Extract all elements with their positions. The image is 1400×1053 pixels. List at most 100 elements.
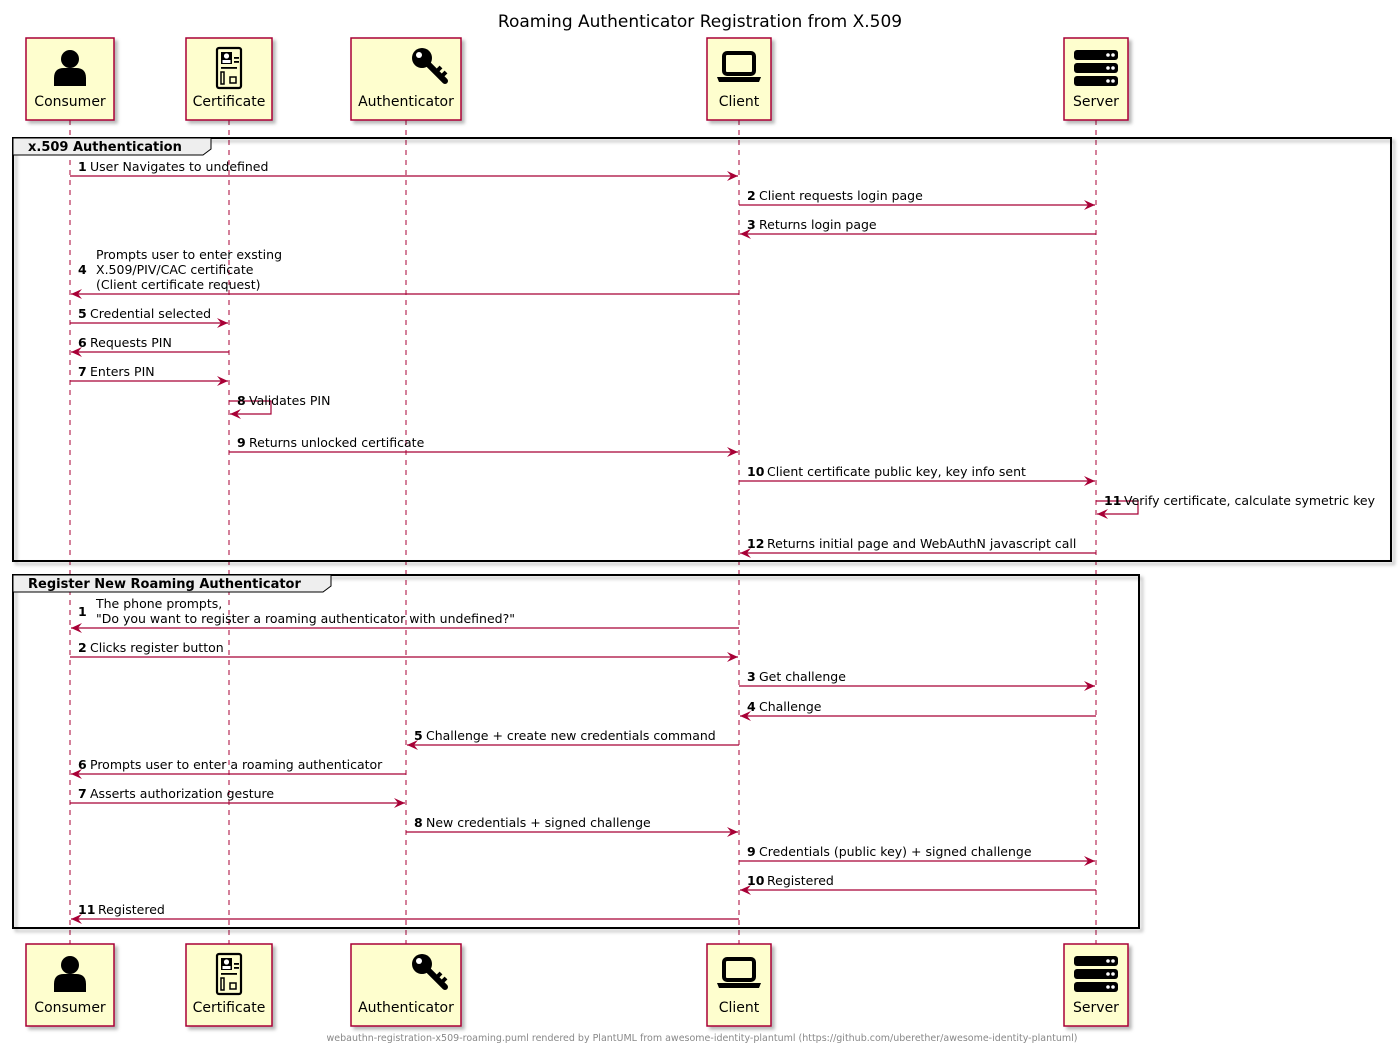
message-text: "Do you want to register a roaming authe… bbox=[96, 611, 515, 626]
message-arrow bbox=[1096, 500, 1139, 519]
group-tab bbox=[12, 137, 212, 156]
participant-label: Certificate bbox=[193, 1000, 266, 1016]
participant-label: Certificate bbox=[193, 94, 266, 110]
key-icon bbox=[412, 954, 448, 990]
message-number: 2 bbox=[78, 640, 87, 655]
group-frame: Register New Roaming Authenticator bbox=[12, 574, 1140, 929]
message-number: 3 bbox=[747, 669, 756, 684]
message-number: 7 bbox=[78, 364, 87, 379]
message-text: Registered bbox=[767, 873, 834, 888]
participant-consumer-bottom: Consumer bbox=[25, 943, 115, 1027]
participant-label: Consumer bbox=[34, 1000, 106, 1016]
participant-consumer-top: Consumer bbox=[25, 37, 115, 121]
message-text: Returns initial page and WebAuthN javasc… bbox=[767, 536, 1076, 551]
server-icon bbox=[1074, 956, 1118, 992]
message-number: 12 bbox=[747, 536, 764, 551]
message-number: 7 bbox=[78, 786, 87, 801]
message-number: 6 bbox=[78, 757, 87, 772]
message-text: Credential selected bbox=[90, 306, 211, 321]
participant-label: Client bbox=[719, 94, 760, 110]
message-number: 3 bbox=[747, 217, 756, 232]
user-icon bbox=[54, 956, 86, 992]
participant-authenticator-bottom: Authenticator bbox=[350, 943, 462, 1027]
message-text: Verify certificate, calculate symetric k… bbox=[1124, 493, 1376, 508]
participant-server-bottom: Server bbox=[1063, 943, 1129, 1027]
message-number: 8 bbox=[237, 393, 246, 408]
message-text: Client requests login page bbox=[759, 188, 923, 203]
participant-label: Consumer bbox=[34, 94, 106, 110]
server-icon bbox=[1074, 50, 1118, 86]
message-number: 5 bbox=[414, 728, 423, 743]
group-title: Register New Roaming Authenticator bbox=[28, 577, 301, 592]
participant-server-top: Server bbox=[1063, 37, 1129, 121]
message-number: 11 bbox=[1104, 493, 1121, 508]
group-tab bbox=[12, 574, 332, 593]
message-arrow bbox=[229, 400, 272, 419]
message-text: Get challenge bbox=[759, 669, 846, 684]
participant-client-bottom: Client bbox=[706, 943, 772, 1027]
laptop-icon bbox=[717, 51, 761, 82]
group-border bbox=[12, 574, 1140, 929]
participant-label: Authenticator bbox=[358, 94, 454, 110]
message-text: Requests PIN bbox=[90, 335, 172, 350]
participant-certificate-top: Certificate bbox=[185, 37, 273, 121]
message-number: 6 bbox=[78, 335, 87, 350]
participant-box bbox=[185, 37, 273, 121]
participant-label: Authenticator bbox=[358, 1000, 454, 1016]
message-number: 8 bbox=[414, 815, 423, 830]
message-text: Returns unlocked certificate bbox=[249, 435, 425, 450]
participant-label: Server bbox=[1073, 1000, 1119, 1016]
message-text: X.509/PIV/CAC certificate bbox=[96, 262, 254, 277]
message-text: Validates PIN bbox=[249, 393, 330, 408]
message-text: (Client certificate request) bbox=[96, 277, 260, 292]
message-text: Registered bbox=[98, 902, 165, 917]
diagram-title: Roaming Authenticator Registration from … bbox=[498, 12, 902, 32]
message-text: Prompts user to enter a roaming authenti… bbox=[90, 757, 383, 772]
message-text: Asserts authorization gesture bbox=[90, 786, 274, 801]
participant-box bbox=[185, 943, 273, 1027]
message-number: 11 bbox=[78, 902, 95, 917]
footer-credit: webauthn-registration-x509-roaming.puml … bbox=[327, 1033, 1078, 1044]
group-frame: x.509 Authentication bbox=[12, 137, 1392, 562]
participant-label: Client bbox=[719, 1000, 760, 1016]
message-text: Enters PIN bbox=[90, 364, 155, 379]
message-number: 9 bbox=[237, 435, 246, 450]
laptop-icon bbox=[717, 957, 761, 988]
message-text: Returns login page bbox=[759, 217, 877, 232]
lifelines bbox=[69, 120, 1097, 944]
message-text: New credentials + signed challenge bbox=[426, 815, 651, 830]
user-icon bbox=[54, 50, 86, 86]
group-border bbox=[12, 137, 1392, 562]
participant-client-top: Client bbox=[706, 37, 772, 121]
message-number: 9 bbox=[747, 844, 756, 859]
message-number: 4 bbox=[78, 262, 87, 277]
message-text: Client certificate public key, key info … bbox=[767, 464, 1026, 479]
message-text: Credentials (public key) + signed challe… bbox=[759, 844, 1032, 859]
message-number: 4 bbox=[747, 699, 756, 714]
message-text: Challenge + create new credentials comma… bbox=[426, 728, 716, 743]
message-number: 5 bbox=[78, 306, 87, 321]
participant-certificate-bottom: Certificate bbox=[185, 943, 273, 1027]
participant-authenticator-top: Authenticator bbox=[350, 37, 462, 121]
